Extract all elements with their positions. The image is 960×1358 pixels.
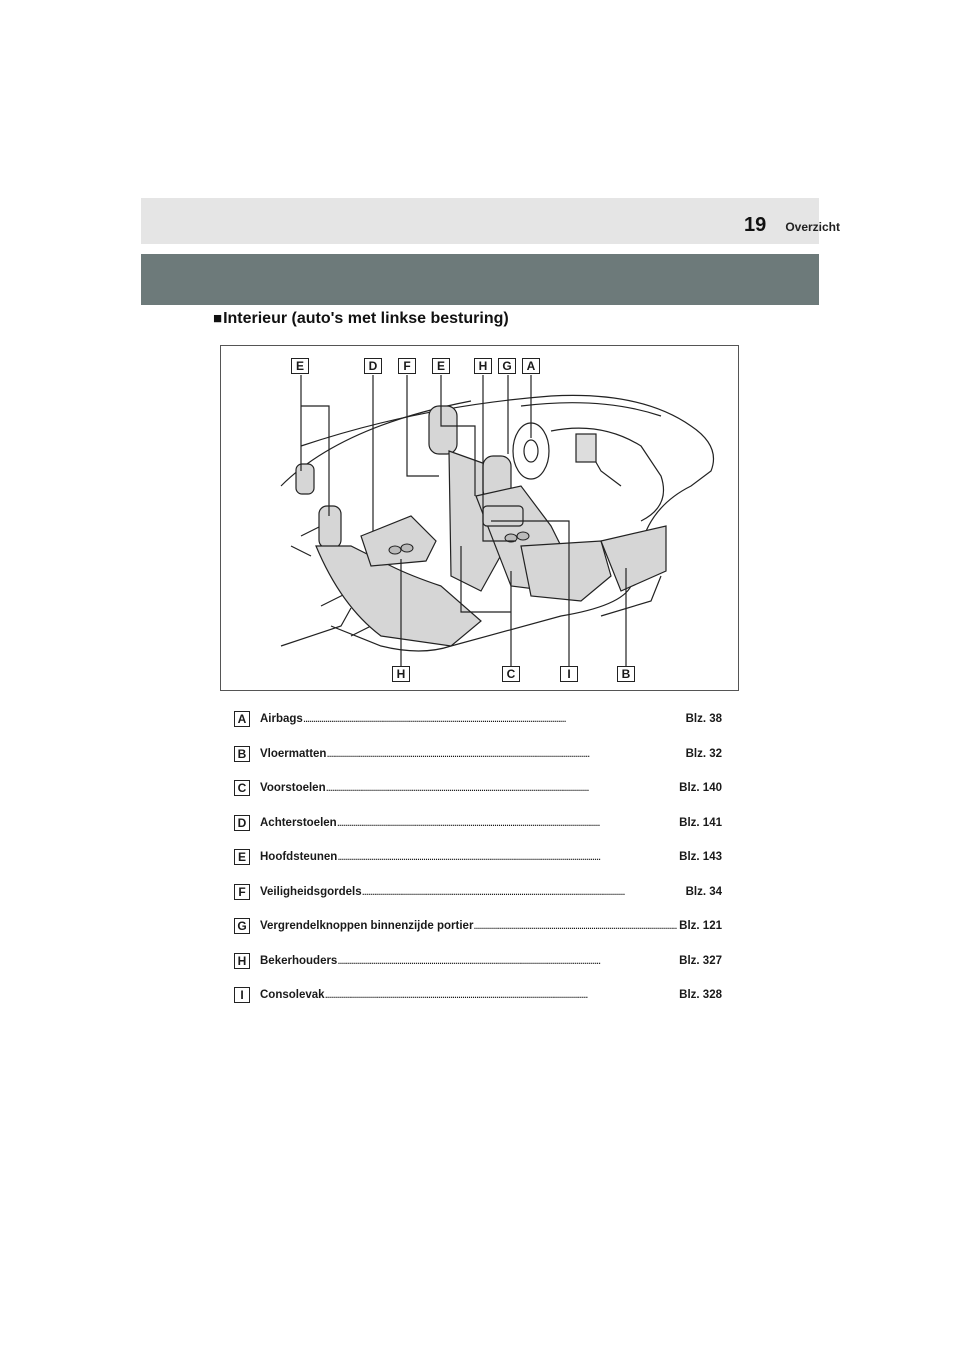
index-letter: H: [234, 953, 250, 969]
index-letter: F: [234, 884, 250, 900]
index-link[interactable]: Hoofdsteunen Blz. 143: [260, 851, 722, 863]
page-reference: Blz. 121: [679, 920, 722, 932]
index-link[interactable]: Achterstoelen Blz. 141: [260, 817, 722, 829]
index-link[interactable]: Vergrendelknoppen binnenzijde portier Blz…: [260, 920, 722, 932]
index-letter: B: [234, 746, 250, 762]
index-label: Veiligheidsgordels: [260, 886, 362, 898]
figure-label-e-rear: E: [291, 358, 309, 374]
index-link[interactable]: Bekerhouders Blz. 327: [260, 955, 722, 967]
index-letter: I: [234, 987, 250, 1003]
index-link[interactable]: Veiligheidsgordels Blz. 34: [260, 886, 722, 898]
figure-label-c: C: [502, 666, 520, 682]
interior-illustration: E D F E H G A H C I B: [220, 345, 739, 691]
figure-label-e-front: E: [432, 358, 450, 374]
page-header-band: [141, 198, 819, 244]
figure-label-d: D: [364, 358, 382, 374]
figure-label-f: F: [398, 358, 416, 374]
leader-dots: [362, 886, 684, 898]
leader-dots: [326, 748, 683, 760]
car-interior-drawing: [221, 346, 740, 692]
page-reference: Blz. 143: [679, 851, 722, 863]
index-link[interactable]: Voorstoelen Blz. 140: [260, 782, 722, 794]
page-reference: Blz. 38: [686, 713, 722, 725]
index-label: Hoofdsteunen: [260, 851, 337, 863]
leader-dots: [325, 989, 678, 1001]
page-reference: Blz. 32: [686, 748, 722, 760]
component-index: A Airbags Blz. 38 B Vloermatten Blz. 32 C …: [234, 702, 722, 1013]
leader-dots: [337, 851, 677, 863]
leader-dots: [303, 713, 684, 725]
leader-dots: [326, 782, 678, 794]
page-reference: Blz. 328: [679, 989, 722, 1001]
index-link[interactable]: Airbags Blz. 38: [260, 713, 722, 725]
index-label: Achterstoelen: [260, 817, 337, 829]
figure-label-i: I: [560, 666, 578, 682]
index-item-vloermatten: B Vloermatten Blz. 32: [234, 737, 722, 772]
index-letter: E: [234, 849, 250, 865]
leader-dots: [337, 955, 677, 967]
index-item-hoofdsteunen: E Hoofdsteunen Blz. 143: [234, 840, 722, 875]
index-letter: G: [234, 918, 250, 934]
index-letter: C: [234, 780, 250, 796]
figure-label-h-bottom: H: [392, 666, 410, 682]
figure-label-a: A: [522, 358, 540, 374]
square-bullet-icon: ■: [213, 310, 222, 327]
page-title-text: Interieur (auto's met linkse besturing): [223, 310, 509, 327]
index-label: Vloermatten: [260, 748, 326, 760]
page-reference: Blz. 141: [679, 817, 722, 829]
index-item-voorstoelen: C Voorstoelen Blz. 140: [234, 771, 722, 806]
page-number: 19: [744, 214, 766, 237]
figure-label-b: B: [617, 666, 635, 682]
index-item-airbags: A Airbags Blz. 38: [234, 702, 722, 737]
page-reference: Blz. 327: [679, 955, 722, 967]
page-reference: Blz. 140: [679, 782, 722, 794]
index-item-achterstoelen: D Achterstoelen Blz. 141: [234, 806, 722, 841]
index-label: Vergrendelknoppen binnenzijde portier: [260, 920, 473, 932]
leader-dots: [337, 817, 677, 829]
figure-label-h-top: H: [474, 358, 492, 374]
index-label: Airbags: [260, 713, 303, 725]
index-label: Voorstoelen: [260, 782, 326, 794]
section-title: Overzicht: [785, 220, 840, 234]
page-reference: Blz. 34: [686, 886, 722, 898]
index-link[interactable]: Consolevak Blz. 328: [260, 989, 722, 1001]
index-item-vergrendelknoppen: G Vergrendelknoppen binnenzijde portier B…: [234, 909, 722, 944]
leader-dots: [473, 920, 677, 932]
index-item-veiligheidsgordels: F Veiligheidsgordels Blz. 34: [234, 875, 722, 910]
figure-label-g: G: [498, 358, 516, 374]
index-item-consolevak: I Consolevak Blz. 328: [234, 978, 722, 1013]
chapter-band: [141, 254, 819, 305]
index-item-bekerhouders: H Bekerhouders Blz. 327: [234, 944, 722, 979]
index-letter: A: [234, 711, 250, 727]
index-label: Bekerhouders: [260, 955, 337, 967]
index-label: Consolevak: [260, 989, 325, 1001]
page-title: ■Interieur (auto's met linkse besturing): [213, 310, 509, 328]
index-letter: D: [234, 815, 250, 831]
index-link[interactable]: Vloermatten Blz. 32: [260, 748, 722, 760]
